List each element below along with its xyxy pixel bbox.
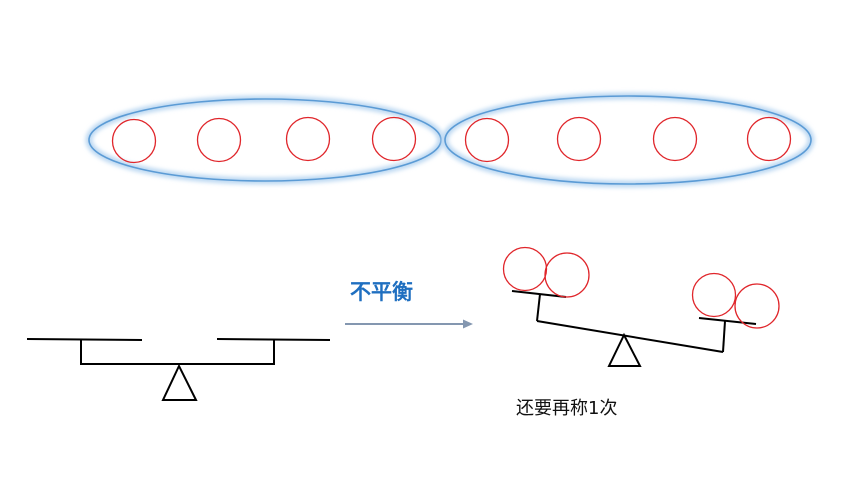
group-ellipse-right [444,95,812,185]
ball [371,116,417,162]
ball [734,283,780,329]
group-ellipse-left [88,98,442,182]
ball [556,116,602,162]
balance-scale-tilted [511,290,757,367]
unbalanced-label: 不平衡 [350,280,413,304]
ball [196,117,242,163]
ball [544,252,590,298]
ball [652,116,698,162]
tilted-scale-balls [502,246,780,329]
ball-group-right [441,92,815,188]
ball [285,116,331,162]
fulcrum [607,332,642,367]
ball-group-left [85,95,445,185]
ball [502,246,548,292]
balance-scale-empty [26,338,331,401]
fulcrum [161,363,198,401]
ball [464,117,510,163]
reweigh-note: 还要再称1次 [516,398,618,419]
transition-arrow [345,319,473,329]
ball [746,116,792,162]
ball [691,272,737,318]
ball [111,118,157,164]
